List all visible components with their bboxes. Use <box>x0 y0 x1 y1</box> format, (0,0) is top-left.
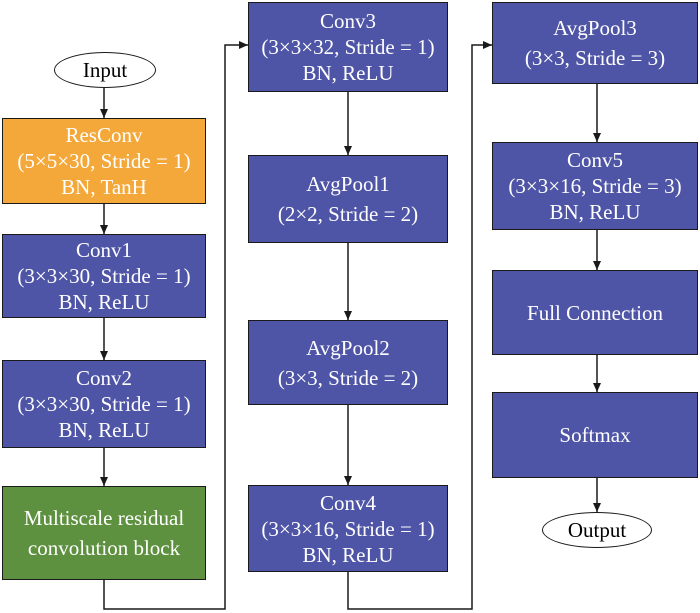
conv2-activation: BN, ReLU <box>58 418 150 442</box>
conv4-title: Conv4 <box>319 490 376 515</box>
avgpool2-title: AvgPool2 <box>306 335 390 360</box>
avgpool2-params: (3×3, Stride = 2) <box>277 365 419 390</box>
conv1-title: Conv1 <box>75 238 132 262</box>
avgpool3-title: AvgPool3 <box>553 16 637 40</box>
fullconn-title: Full Connection <box>527 300 663 325</box>
softmax-block: Softmax <box>492 392 698 478</box>
conv4-activation: BN, ReLU <box>302 542 394 567</box>
conv2-block: Conv2 (3×3×30, Stride = 1) BN, ReLU <box>2 360 206 448</box>
multiscale-line-2: convolution block <box>27 536 181 560</box>
resconv-params: (5×5×30, Stride = 1) <box>17 149 191 173</box>
softmax-title: Softmax <box>559 423 631 447</box>
output-label: Output <box>567 517 627 542</box>
input-label: Input <box>82 57 128 82</box>
arrow-multiscale-to-conv3 <box>103 41 248 610</box>
conv1-params: (3×3×30, Stride = 1) <box>17 264 191 288</box>
avgpool1-title: AvgPool1 <box>306 172 390 196</box>
conv5-title: Conv5 <box>566 148 623 172</box>
arrow-conv4-to-avgpool3 <box>347 41 492 610</box>
multiscale-line-1: Multiscale residual <box>23 506 185 530</box>
conv4-params: (3×3×16, Stride = 1) <box>261 516 435 541</box>
conv3-block: Conv3 (3×3×32, Stride = 1) BN, ReLU <box>248 2 448 92</box>
conv5-activation: BN, ReLU <box>549 200 641 224</box>
avgpool1-block: AvgPool1 (2×2, Stride = 2) <box>248 155 448 243</box>
resconv-block: ResConv (5×5×30, Stride = 1) BN, TanH <box>2 118 206 204</box>
conv2-params: (3×3×30, Stride = 1) <box>17 392 191 416</box>
conv1-block: Conv1 (3×3×30, Stride = 1) BN, ReLU <box>2 234 206 318</box>
conv5-block: Conv5 (3×3×16, Stride = 3) BN, ReLU <box>492 142 698 230</box>
avgpool1-params: (2×2, Stride = 2) <box>277 202 419 226</box>
avgpool3-block: AvgPool3 (3×3, Stride = 3) <box>492 2 698 84</box>
avgpool2-block: AvgPool2 (3×3, Stride = 2) <box>248 320 448 405</box>
output-node: Output <box>542 512 652 548</box>
resconv-title: ResConv <box>65 123 143 147</box>
avgpool3-params: (3×3, Stride = 3) <box>524 46 666 70</box>
resconv-activation: BN, TanH <box>61 175 147 199</box>
conv3-title: Conv3 <box>319 9 376 33</box>
conv2-title: Conv2 <box>75 366 132 390</box>
conv5-params: (3×3×16, Stride = 3) <box>508 174 682 198</box>
conv4-block: Conv4 (3×3×16, Stride = 1) BN, ReLU <box>248 485 448 572</box>
multiscale-block: Multiscale residual convolution block <box>2 486 206 580</box>
fullconn-block: Full Connection <box>492 270 698 355</box>
conv1-activation: BN, ReLU <box>58 290 150 314</box>
input-node: Input <box>54 52 156 88</box>
conv3-params: (3×3×32, Stride = 1) <box>261 35 435 59</box>
conv3-activation: BN, ReLU <box>302 61 394 85</box>
